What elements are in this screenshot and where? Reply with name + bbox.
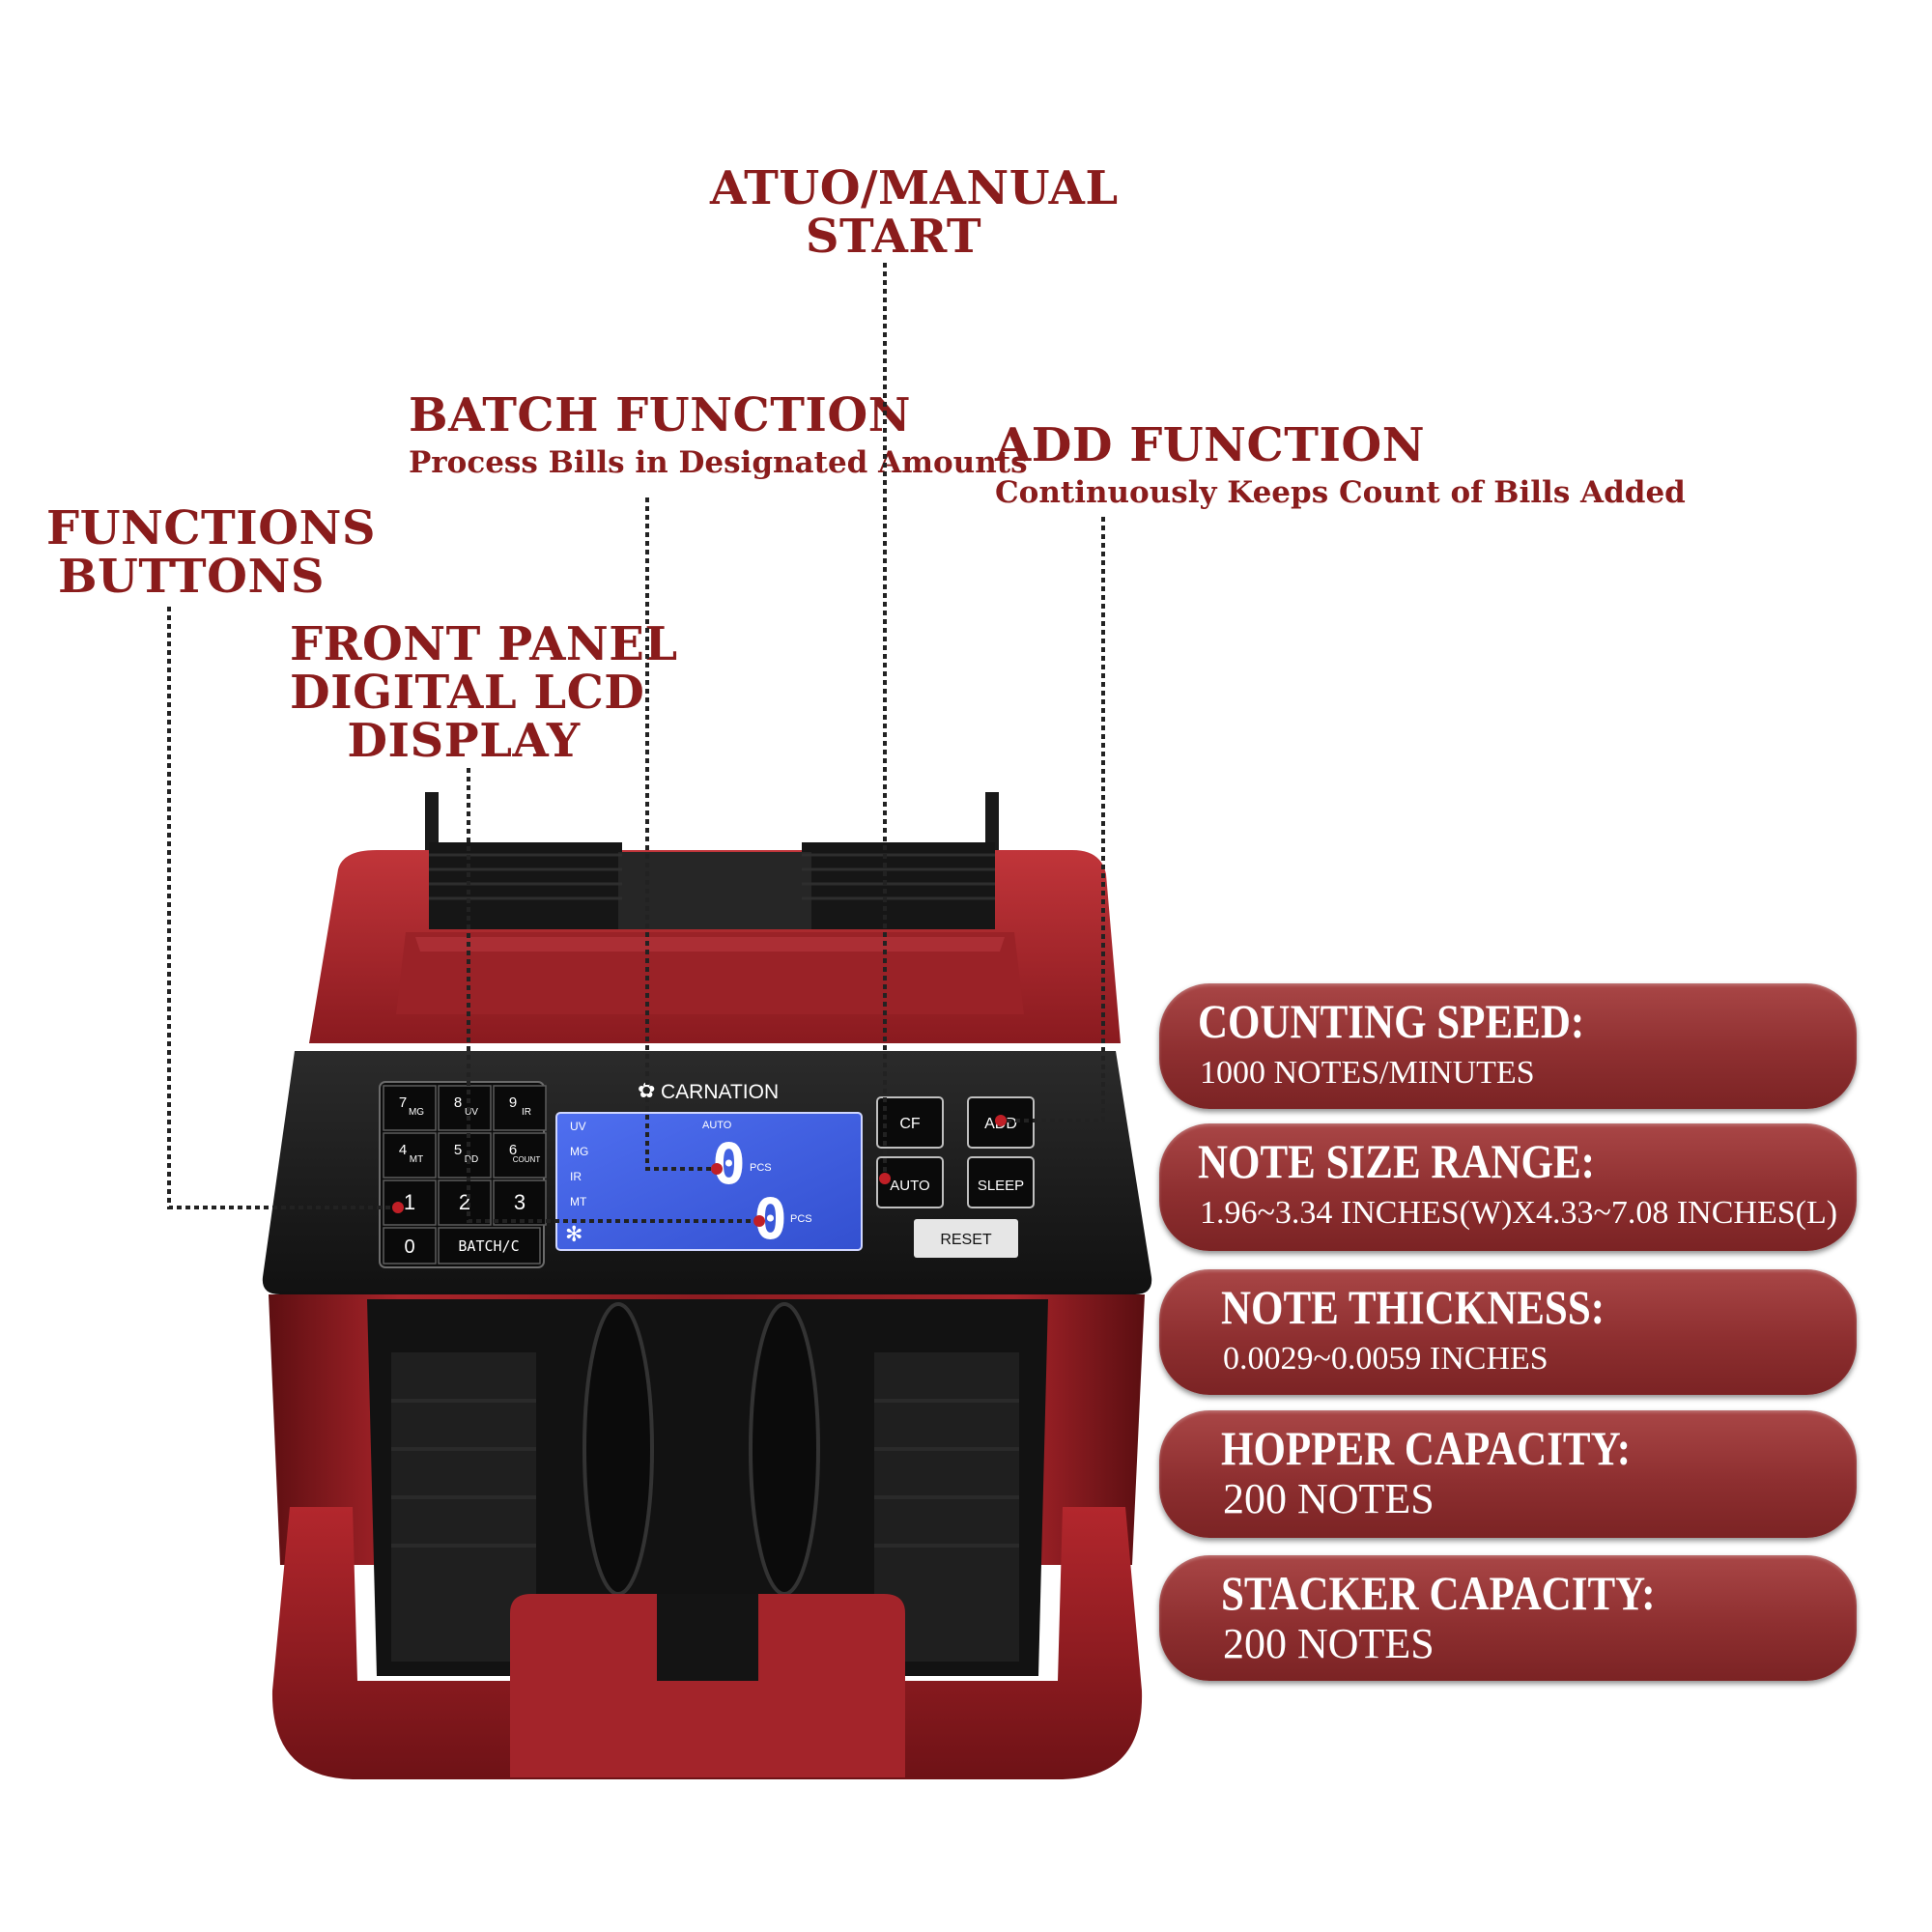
batch-clear-key-label: BATCH/C [458, 1237, 519, 1255]
stacker-wheel-right [749, 1302, 820, 1596]
key-9-number: 9 [509, 1094, 517, 1111]
batch-callout: BATCH FUNCTION Process Bills in Designat… [409, 391, 1028, 482]
key-3[interactable]: 3 [493, 1179, 547, 1226]
lcd-auto-indicator: AUTO [702, 1120, 732, 1131]
spec-value: 0.0029~0.0059 INCHES [1223, 1341, 1548, 1377]
key-4-number: 4 [399, 1142, 407, 1158]
hopper-plate [396, 932, 1024, 1014]
leader-dots [392, 1115, 1007, 1227]
lcd-unit-top: PCS [750, 1162, 772, 1174]
key-5[interactable]: 5DD [438, 1132, 492, 1179]
sleep-button[interactable]: SLEEP [967, 1156, 1035, 1208]
add-title: ADD FUNCTION [995, 418, 1426, 472]
spec-badge-4: HOPPER CAPACITY:200 NOTES [1159, 1410, 1857, 1538]
leader-lines [167, 263, 1105, 1223]
auto-button[interactable]: AUTO [876, 1156, 944, 1208]
lcd-screen [555, 1112, 863, 1251]
tray-front-lip [510, 1594, 905, 1777]
lcd-title-line1: FRONT PANEL [290, 617, 678, 671]
key-0[interactable]: 0 [383, 1227, 437, 1264]
stacker-wheel-left [582, 1302, 654, 1596]
add-subtitle: Continuously Keeps Count of Bills Added [995, 475, 1686, 510]
batch-subtitle: Process Bills in Designated Amounts [409, 445, 1028, 480]
lcd-mode-mg: MG [570, 1145, 588, 1158]
functions-title-line1: FUNCTIONS [46, 501, 377, 555]
reset-button-label: RESET [940, 1232, 992, 1248]
key-2-number: 2 [459, 1190, 470, 1214]
key-3-number: 3 [514, 1190, 526, 1214]
key-1-number: 1 [404, 1190, 415, 1214]
key-7-number: 7 [399, 1094, 407, 1111]
hopper-center [618, 852, 811, 929]
spec-value: 1000 NOTES/MINUTES [1200, 1055, 1535, 1091]
key-9[interactable]: 9IR [493, 1085, 547, 1131]
functions-title-line2: BUTTONS [57, 550, 325, 604]
auto-manual-callout: ATUO/MANUAL START [710, 161, 1119, 264]
functions-callout: FUNCTIONS BUTTONS [46, 501, 377, 604]
add-callout: ADD FUNCTION Continuously Keeps Count of… [995, 421, 1686, 512]
spec-value: 1.96~3.34 INCHES(W)X4.33~7.08 INCHES(L) [1200, 1195, 1838, 1231]
stacker-tray [271, 1507, 1143, 1779]
key-8-function: UV [465, 1107, 478, 1118]
key-2[interactable]: 2 [438, 1179, 492, 1226]
key-6-function: COUNT [513, 1155, 541, 1164]
auto-manual-title-line1: ATUO/MANUAL [710, 161, 1119, 215]
key-4[interactable]: 4MT [383, 1132, 437, 1179]
spec-badge-3: NOTE THICKNESS: 0.0029~0.0059 INCHES [1159, 1269, 1857, 1395]
fan-icon: ✻ [565, 1223, 582, 1247]
cf-button-label: CF [899, 1116, 921, 1132]
spec-label: HOPPER CAPACITY: [1221, 1421, 1632, 1475]
key-1[interactable]: 1 [383, 1179, 437, 1226]
lcd-title-line2: DIGITAL LCD [290, 666, 645, 720]
key-0-label: 0 [404, 1236, 414, 1258]
key-6-number: 6 [509, 1142, 517, 1158]
key-8[interactable]: 8UV [438, 1085, 492, 1131]
batch-title: BATCH FUNCTION [409, 388, 912, 442]
lcd-callout: FRONT PANEL DIGITAL LCD DISPLAY [290, 617, 678, 768]
lcd-mode-uv: UV [570, 1120, 586, 1133]
spec-label: COUNTING SPEED: [1198, 994, 1585, 1048]
cf-button[interactable]: CF [876, 1096, 944, 1149]
key-9-function: IR [522, 1107, 531, 1118]
lcd-title-line3: DISPLAY [347, 714, 581, 768]
spec-label: NOTE SIZE RANGE: [1198, 1134, 1595, 1188]
key-5-number: 5 [454, 1142, 462, 1158]
spec-label: STACKER CAPACITY: [1221, 1566, 1656, 1620]
spec-badge-1: COUNTING SPEED: 1000 NOTES/MINUTES [1159, 983, 1857, 1109]
key-7-function: MG [409, 1107, 424, 1118]
spec-badge-5: STACKER CAPACITY:200 NOTES [1159, 1555, 1857, 1681]
key-7[interactable]: 7MG [383, 1085, 437, 1131]
lcd-unit-bottom: PCS [790, 1213, 812, 1225]
lcd-mode-ir: IR [570, 1170, 582, 1183]
batch-clear-key[interactable]: BATCH/C [438, 1227, 541, 1264]
spec-label: NOTE THICKNESS: [1221, 1280, 1605, 1334]
sleep-button-label: SLEEP [978, 1178, 1024, 1194]
hopper-left-roller [429, 842, 622, 929]
reset-button[interactable]: RESET [914, 1219, 1018, 1258]
key-8-number: 8 [454, 1094, 462, 1111]
key-4-function: MT [410, 1154, 423, 1165]
hopper-right-roller [802, 842, 995, 929]
spec-value: 200 NOTES [1223, 1475, 1435, 1522]
brand-name: CARNATION [661, 1081, 779, 1103]
spec-value: 200 NOTES [1223, 1620, 1435, 1667]
auto-manual-title-line2: START [805, 210, 982, 264]
key-5-function: DD [465, 1154, 478, 1165]
lcd-mode-mt: MT [570, 1195, 587, 1208]
auto-button-label: AUTO [890, 1178, 929, 1194]
spec-badge-2: NOTE SIZE RANGE: 1.96~3.34 INCHES(W)X4.33… [1159, 1123, 1857, 1251]
